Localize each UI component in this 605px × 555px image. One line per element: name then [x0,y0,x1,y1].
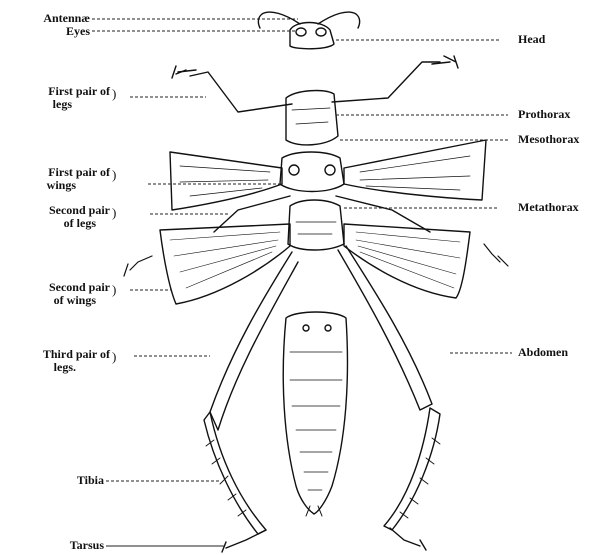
first-leg-left [172,66,292,112]
label-second-legs-line2: of legs [0,217,96,230]
metathorax-shape [288,200,344,250]
head-shape [290,23,334,49]
label-head: Head [518,33,545,46]
tarsus-left [222,530,266,552]
tibia-left [204,412,266,534]
label-prothorax: Prothorax [518,108,570,121]
label-first-legs-line2: legs [0,98,72,111]
third-leg-right [338,246,432,410]
label-first-wings-line2: wings [0,179,76,192]
label-mesothorax: Mesothorax [518,133,579,146]
label-third-legs-line2: legs. [0,361,76,374]
forewing-right [344,140,486,200]
label-eyes: Eyes [20,25,90,38]
brace-second-wings: ) [112,282,116,298]
abdomen-shape [283,312,347,514]
label-metathorax: Metathorax [518,201,579,214]
eye-left [296,28,306,36]
prothorax-shape [286,91,338,145]
brace-first-legs: ) [112,86,116,102]
label-tarsus: Tarsus [20,539,104,552]
label-second-wings-line2: of wings [0,294,96,307]
label-abdomen: Abdomen [518,346,568,359]
tarsus-right [390,528,426,550]
tibia-right [384,408,440,530]
brace-first-wings: ) [112,167,116,183]
eye-right [316,28,326,36]
brace-second-legs: ) [112,205,116,221]
label-tibia: Tibia [20,474,104,487]
brace-third-legs: ) [112,349,116,365]
